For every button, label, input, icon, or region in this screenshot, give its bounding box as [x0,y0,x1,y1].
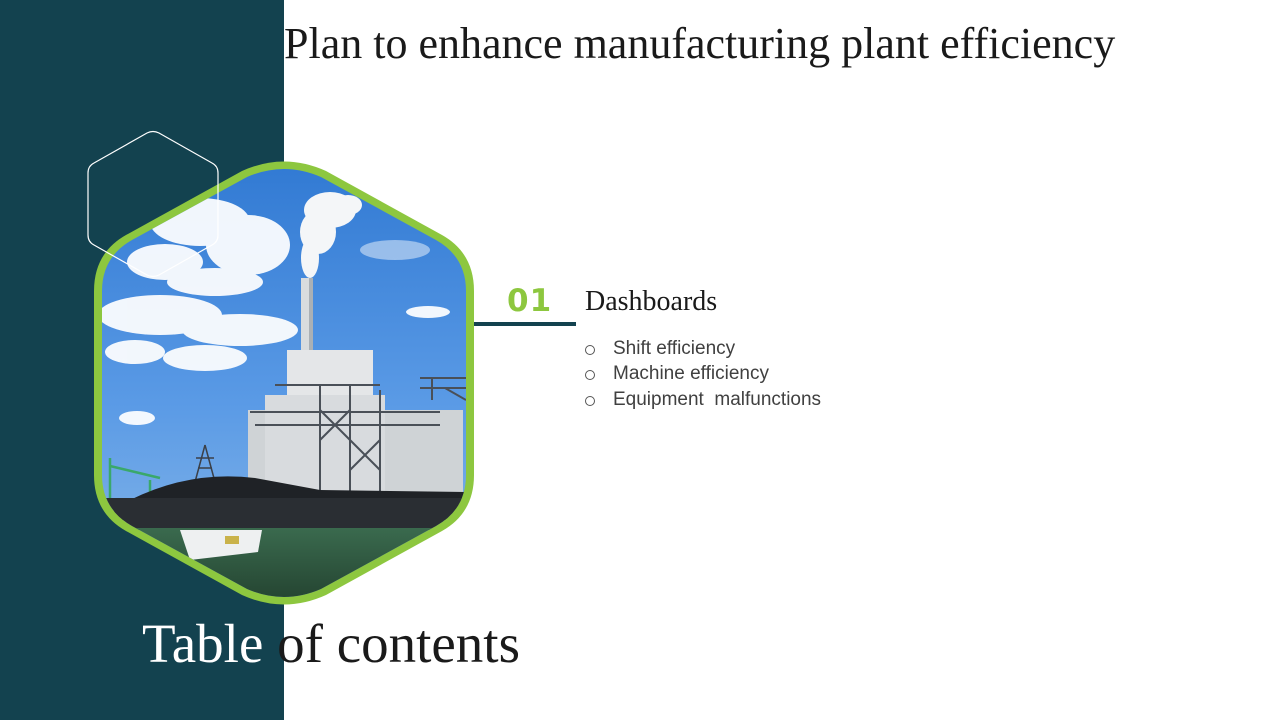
list-item-label: Equipment malfunctions [613,388,822,410]
page-title: Plan to enhance manufacturing plant effi… [284,19,1116,68]
list-item: Machine efficiency [585,362,821,388]
smoke-plume [300,192,362,278]
hollow-circle-icon [585,395,595,406]
toc-heading-dark: of contents [277,613,520,674]
power-pylon [194,444,216,483]
list-item: Equipment malfunctions [585,387,821,413]
connector-line [474,322,576,326]
list-item-label: Machine efficiency [613,363,769,385]
section-number: 01 [507,283,553,319]
steel-structure [250,377,466,495]
list-item-label: Shift efficiency [613,337,736,359]
hollow-circle-icon [585,344,595,355]
boiler-house [287,350,373,400]
toc-heading: Table of contents [142,612,520,675]
hollow-circle-icon [585,370,595,381]
toc-heading-white: Table [142,613,278,674]
boat [180,530,262,560]
list-item: Shift efficiency [585,336,821,362]
section-title: Dashboards [585,286,718,317]
section-list: Shift efficiency Machine efficiency Equi… [585,336,821,413]
hexagon-outline [87,130,219,278]
power-plant-photo [102,169,466,597]
